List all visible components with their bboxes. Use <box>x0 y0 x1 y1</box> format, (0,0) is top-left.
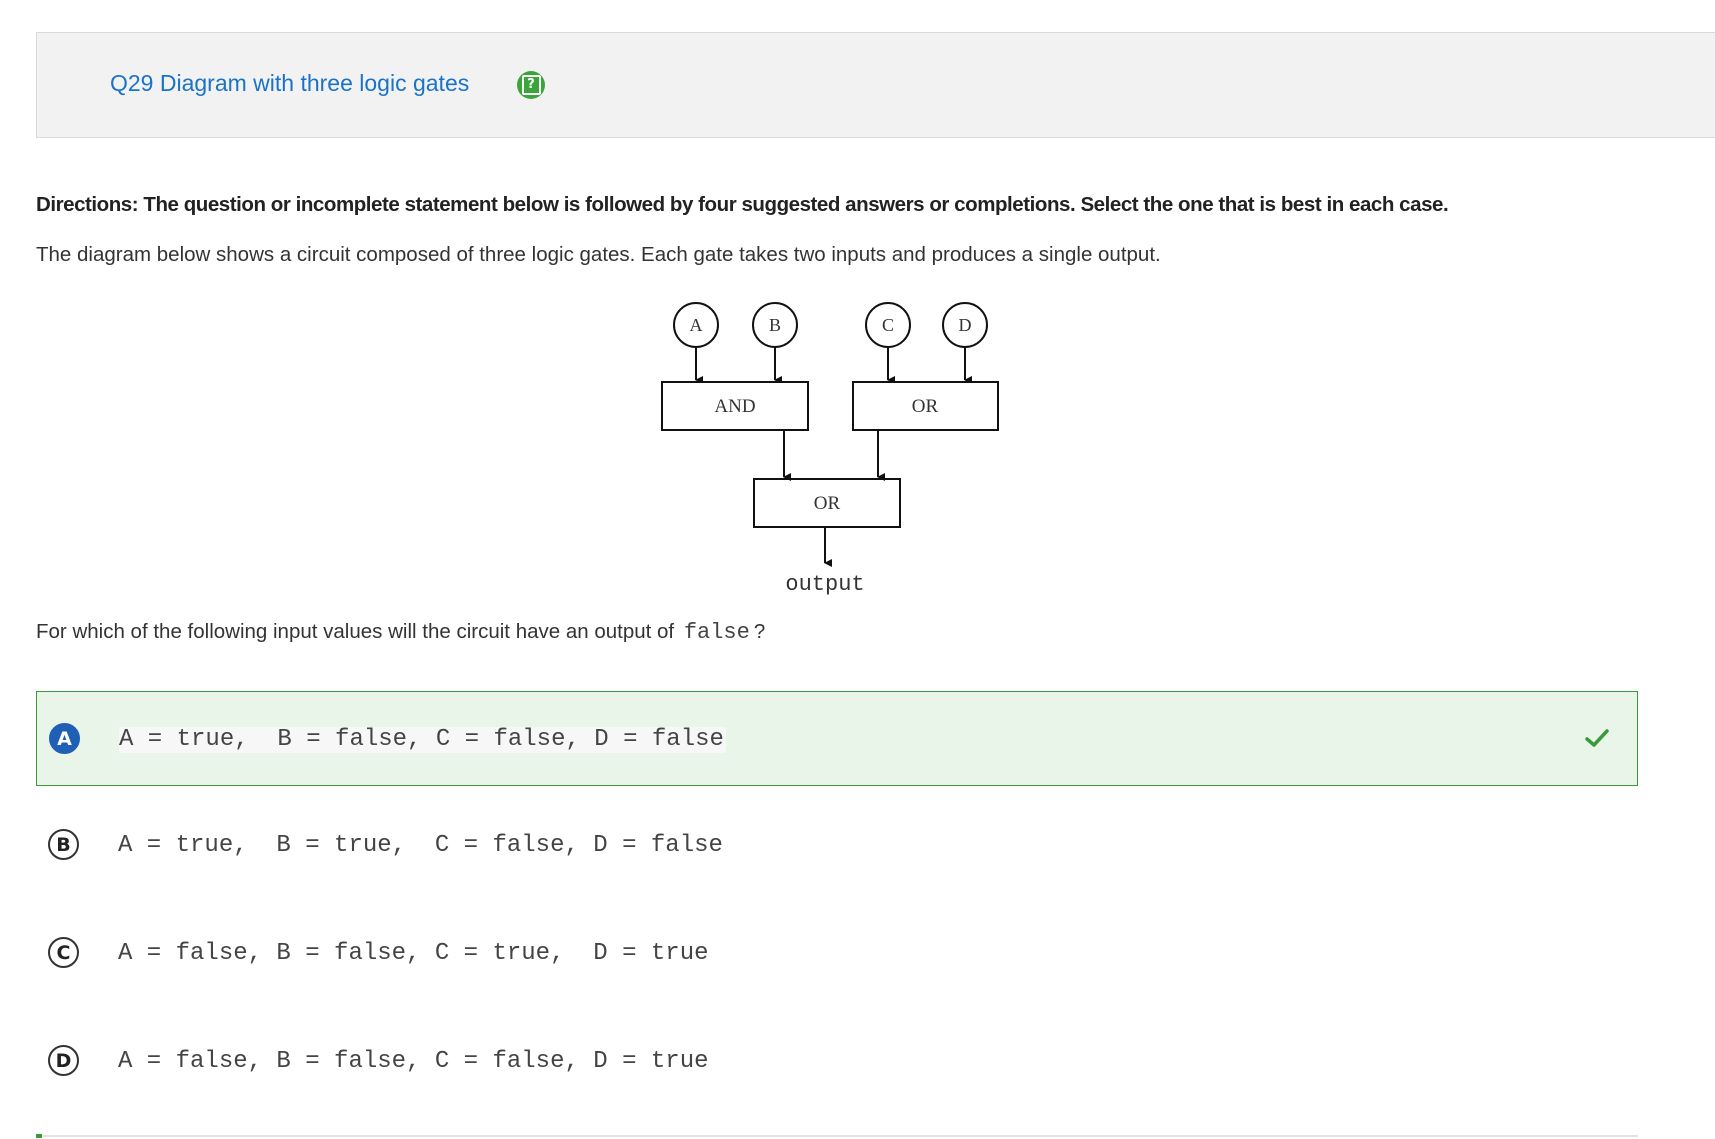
answer-choice-d[interactable]: D A = false, B = false, C = false, D = t… <box>36 1014 1638 1109</box>
answer-choice-c[interactable]: C A = false, B = false, C = true, D = tr… <box>36 906 1638 1001</box>
input-label-a: A <box>690 315 703 335</box>
choice-text-a: A = true, B = false, C = false, D = fals… <box>119 726 726 753</box>
choice-text-d: A = false, B = false, C = false, D = tru… <box>118 1048 709 1075</box>
bottom-divider-marker <box>36 1134 42 1138</box>
question-text-before: For which of the following input values … <box>36 620 675 643</box>
correct-check-icon <box>1585 729 1609 747</box>
or-gate-bottom <box>753 478 901 528</box>
logic-circuit-diagram: A B C D AND OR OR output <box>661 302 999 597</box>
or-gate-top <box>852 381 999 431</box>
choice-text-b: A = true, B = true, C = false, D = false <box>118 832 723 859</box>
answer-choice-a[interactable]: A A = true, B = false, C = false, D = fa… <box>36 691 1638 786</box>
choice-letter-a: A <box>49 723 80 754</box>
question-title-link[interactable]: Q29 Diagram with three logic gates <box>110 70 470 96</box>
or-gate-bottom-label: OR <box>814 493 841 514</box>
input-label-d: D <box>959 315 972 335</box>
directions-text: Directions: The question or incomplete s… <box>36 193 1449 216</box>
output-label: output <box>785 572 864 597</box>
question-code-false: false <box>683 620 750 645</box>
choice-letter-d: D <box>48 1045 79 1076</box>
and-gate-label: AND <box>714 396 755 417</box>
question-mark: ? <box>753 620 766 643</box>
bottom-divider <box>36 1134 1638 1138</box>
choice-letter-c: C <box>48 937 79 968</box>
intro-text: The diagram below shows a circuit compos… <box>36 243 1161 266</box>
question-text: For which of the following input values … <box>36 620 765 645</box>
question-header: Q29 Diagram with three logic gates ? <box>36 32 1715 138</box>
answer-choice-b[interactable]: B A = true, B = true, C = false, D = fal… <box>36 798 1638 893</box>
question-mark-glyph: ? <box>521 75 541 95</box>
input-label-c: C <box>882 315 894 335</box>
and-gate <box>661 381 809 431</box>
help-icon[interactable]: ? <box>517 71 545 99</box>
choice-text-c: A = false, B = false, C = true, D = true <box>118 940 709 967</box>
input-label-b: B <box>769 315 781 335</box>
choice-letter-b: B <box>48 829 79 860</box>
or-gate-top-label: OR <box>912 396 939 417</box>
